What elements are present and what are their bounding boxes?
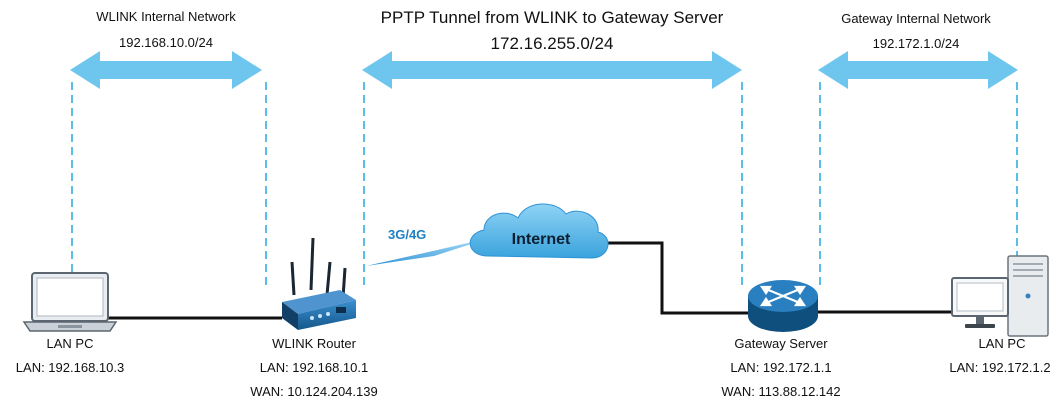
wlink-router-icon [282, 237, 356, 330]
link-internet-to-gateway [598, 241, 748, 315]
lan-pc-right-name: LAN PC [978, 336, 1026, 351]
gateway-network-title: Gateway Internal Network [841, 11, 991, 26]
wlink-network-title: WLINK Internal Network [96, 9, 236, 24]
desktop-pc-icon [951, 255, 1049, 337]
pptp-tunnel-title: PPTP Tunnel from WLINK to Gateway Server [380, 8, 724, 27]
gateway-router-icon [748, 280, 818, 332]
pptp-tunnel-arrow [362, 51, 742, 89]
wlink-router-name: WLINK Router [272, 336, 356, 351]
pptp-tunnel-subnet: 172.16.255.0/24 [490, 34, 614, 53]
wired-links [108, 241, 952, 320]
lan-pc-left-name: LAN PC [46, 336, 94, 351]
dashed-guides [71, 82, 1018, 290]
wireless-link-label: 3G/4G [388, 227, 427, 242]
laptop-icon [22, 272, 118, 332]
wlink-network-subnet: 192.168.10.0/24 [119, 35, 213, 50]
gateway-server-wan: WAN: 113.88.12.142 [721, 384, 841, 399]
gateway-network-subnet: 192.172.1.0/24 [872, 36, 960, 51]
wlink-router-lan: LAN: 192.168.10.1 [259, 360, 369, 375]
wlink-router-wan: WAN: 10.124.204.139 [250, 384, 378, 399]
gateway-server-lan: LAN: 192.172.1.1 [730, 360, 832, 375]
gateway-server-name: Gateway Server [734, 336, 828, 351]
lan-pc-right-lan: LAN: 192.172.1.2 [949, 360, 1051, 375]
wlink-network-arrow [70, 51, 262, 89]
internet-cloud [469, 203, 609, 259]
lan-pc-left-lan: LAN: 192.168.10.3 [15, 360, 125, 375]
internet-label: Internet [511, 231, 571, 248]
gateway-network-arrow [818, 51, 1018, 89]
